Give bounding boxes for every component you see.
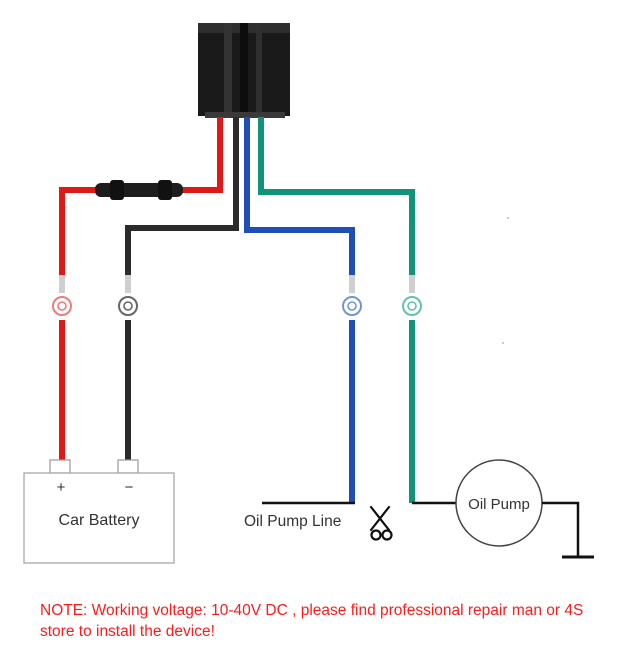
ring-terminal-black (118, 296, 138, 316)
battery-label: Car Battery (59, 512, 140, 529)
scissors-icon (369, 505, 393, 541)
green-wire (258, 117, 415, 503)
battery-minus-label: − (125, 479, 134, 496)
oil-pump: Oil Pump (412, 459, 580, 556)
ring-terminal-blue (342, 296, 362, 316)
black-wire (125, 117, 239, 460)
red-wire (59, 117, 223, 460)
car-battery: + − Car Battery (23, 459, 175, 564)
battery-plus-post (49, 459, 71, 474)
oil-pump-label: Oil Pump (468, 496, 530, 513)
ring-terminal-green (402, 296, 422, 316)
battery-plus-label: + (57, 479, 66, 496)
installation-note: NOTE: Working voltage: 10-40V DC , pleas… (40, 602, 584, 640)
relay-device (198, 23, 290, 118)
oil-pump-line: Oil Pump Line (244, 501, 355, 530)
battery-minus-post (117, 459, 139, 474)
ring-terminal-red (52, 296, 72, 316)
oil-pump-line-label: Oil Pump Line (244, 513, 341, 530)
blue-wire (244, 117, 355, 503)
